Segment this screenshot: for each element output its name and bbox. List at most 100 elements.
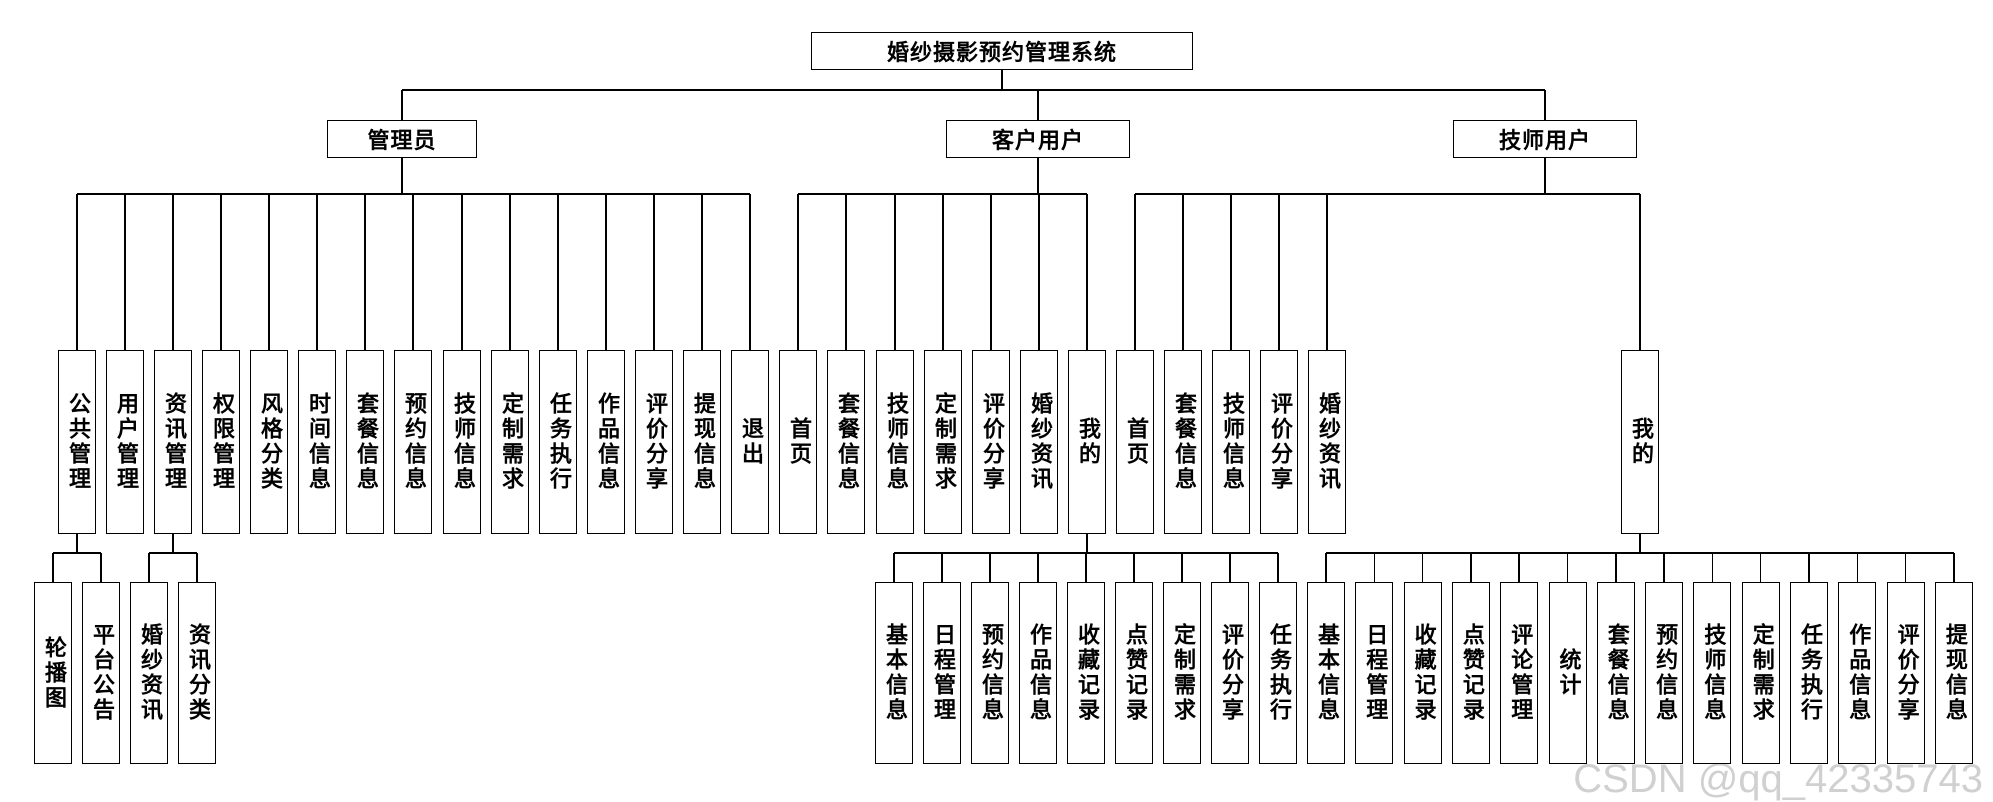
- admin-module: 预约信息: [394, 350, 432, 534]
- root-title-box: 婚纱摄影预约管理系统: [811, 32, 1193, 70]
- connector-line: [1038, 194, 1040, 350]
- customer-module: 技师信息: [876, 350, 914, 534]
- connector-line: [942, 194, 944, 350]
- technician-mine-sub-item: 预约信息: [1645, 582, 1684, 764]
- connector-line: [1566, 553, 1569, 582]
- connector-line: [401, 90, 403, 120]
- admin-module: 退出: [731, 350, 769, 534]
- connector-line: [894, 552, 1278, 554]
- connector-line: [797, 194, 799, 350]
- technician-mine-sub-item: 基本信息: [1307, 582, 1345, 764]
- connector-line: [798, 193, 1087, 195]
- connector-line: [557, 194, 559, 350]
- connector-line: [1544, 158, 1546, 194]
- connector-line: [1639, 534, 1641, 553]
- connector-line: [1953, 553, 1955, 582]
- connector-line: [1001, 70, 1003, 90]
- connector-line: [1086, 194, 1088, 350]
- admin-module: 权限管理: [202, 350, 240, 534]
- customer-module: 套餐信息: [827, 350, 865, 534]
- connector-line: [412, 194, 414, 350]
- role-technician-box: 技师用户: [1453, 120, 1637, 158]
- connector-line: [148, 553, 150, 582]
- customer-mine-sub-item: 基本信息: [875, 582, 913, 764]
- connector-line: [172, 194, 174, 350]
- customer-mine-sub-item: 评价分享: [1211, 582, 1249, 764]
- customer-mine-sub-item: 预约信息: [971, 582, 1009, 764]
- connector-line: [1544, 90, 1546, 120]
- public-sub-item: 轮播图: [34, 582, 72, 764]
- connector-line: [1373, 553, 1376, 582]
- news-sub-item: 婚纱资讯: [130, 582, 168, 764]
- admin-module: 公共管理: [58, 350, 96, 534]
- connector-line: [53, 552, 101, 554]
- watermark: CSDN @qq_42335743: [1573, 757, 1983, 801]
- customer-module: 首页: [779, 350, 817, 534]
- connector-line: [1326, 552, 1954, 554]
- customer-mine-sub-item: 任务执行: [1259, 582, 1297, 764]
- news-sub-item: 资讯分类: [178, 582, 216, 764]
- connector-line: [316, 194, 318, 350]
- connector-line: [402, 89, 1545, 91]
- customer-module: 我的: [1068, 350, 1106, 534]
- customer-module: 评价分享: [972, 350, 1010, 534]
- connector-line: [1278, 194, 1280, 350]
- connector-line: [1615, 553, 1617, 582]
- connector-line: [941, 553, 943, 582]
- public-sub-item: 平台公告: [82, 582, 120, 764]
- connector-line: [1134, 194, 1136, 350]
- customer-module: 婚纱资讯: [1020, 350, 1058, 534]
- connector-line: [1037, 90, 1039, 120]
- connector-line: [1856, 553, 1859, 582]
- connector-line: [1326, 194, 1328, 350]
- technician-mine-sub-item: 套餐信息: [1596, 582, 1635, 764]
- connector-line: [1037, 553, 1039, 582]
- connector-line: [894, 194, 896, 350]
- connector-line: [1421, 553, 1424, 582]
- technician-mine-sub-item: 评论管理: [1500, 582, 1539, 764]
- connector-line: [1230, 194, 1232, 350]
- customer-module: 定制需求: [924, 350, 962, 534]
- connector-line: [1518, 553, 1520, 582]
- admin-module: 资讯管理: [154, 350, 192, 534]
- admin-module: 提现信息: [683, 350, 721, 534]
- technician-module: 首页: [1116, 350, 1154, 534]
- admin-module: 套餐信息: [346, 350, 384, 534]
- technician-mine-sub-item: 作品信息: [1838, 582, 1877, 764]
- connector-line: [990, 194, 992, 350]
- technician-module: 技师信息: [1212, 350, 1250, 534]
- role-admin-box: 管理员: [327, 120, 477, 158]
- connector-line: [76, 194, 78, 350]
- admin-module: 评价分享: [635, 350, 673, 534]
- connector-line: [52, 553, 54, 582]
- technician-module: 婚纱资讯: [1308, 350, 1346, 534]
- connector-line: [76, 534, 78, 553]
- connector-line: [893, 553, 895, 582]
- technician-module: 评价分享: [1260, 350, 1298, 534]
- customer-mine-sub-item: 定制需求: [1163, 582, 1201, 764]
- connector-line: [845, 194, 847, 350]
- admin-module: 风格分类: [250, 350, 288, 534]
- technician-module: 套餐信息: [1164, 350, 1202, 534]
- customer-mine-sub-item: 收藏记录: [1067, 582, 1105, 764]
- connector-line: [77, 193, 750, 195]
- admin-module: 时间信息: [298, 350, 336, 534]
- connector-line: [1229, 553, 1231, 582]
- connector-line: [1085, 553, 1087, 582]
- technician-mine-sub-item: 评价分享: [1886, 582, 1925, 764]
- connector-line: [1135, 193, 1640, 195]
- technician-mine-sub-item: 技师信息: [1693, 582, 1732, 764]
- connector-line: [1037, 158, 1039, 194]
- connector-line: [605, 194, 607, 350]
- connector-line: [124, 194, 126, 350]
- connector-line: [172, 534, 174, 553]
- connector-line: [509, 194, 511, 350]
- connector-line: [1325, 553, 1327, 582]
- admin-module: 作品信息: [587, 350, 625, 534]
- connector-line: [1086, 534, 1088, 553]
- technician-module-mine: 我的: [1621, 350, 1659, 534]
- connector-line: [364, 194, 366, 350]
- customer-mine-sub-item: 作品信息: [1019, 582, 1057, 764]
- technician-mine-sub-item: 收藏记录: [1403, 582, 1442, 764]
